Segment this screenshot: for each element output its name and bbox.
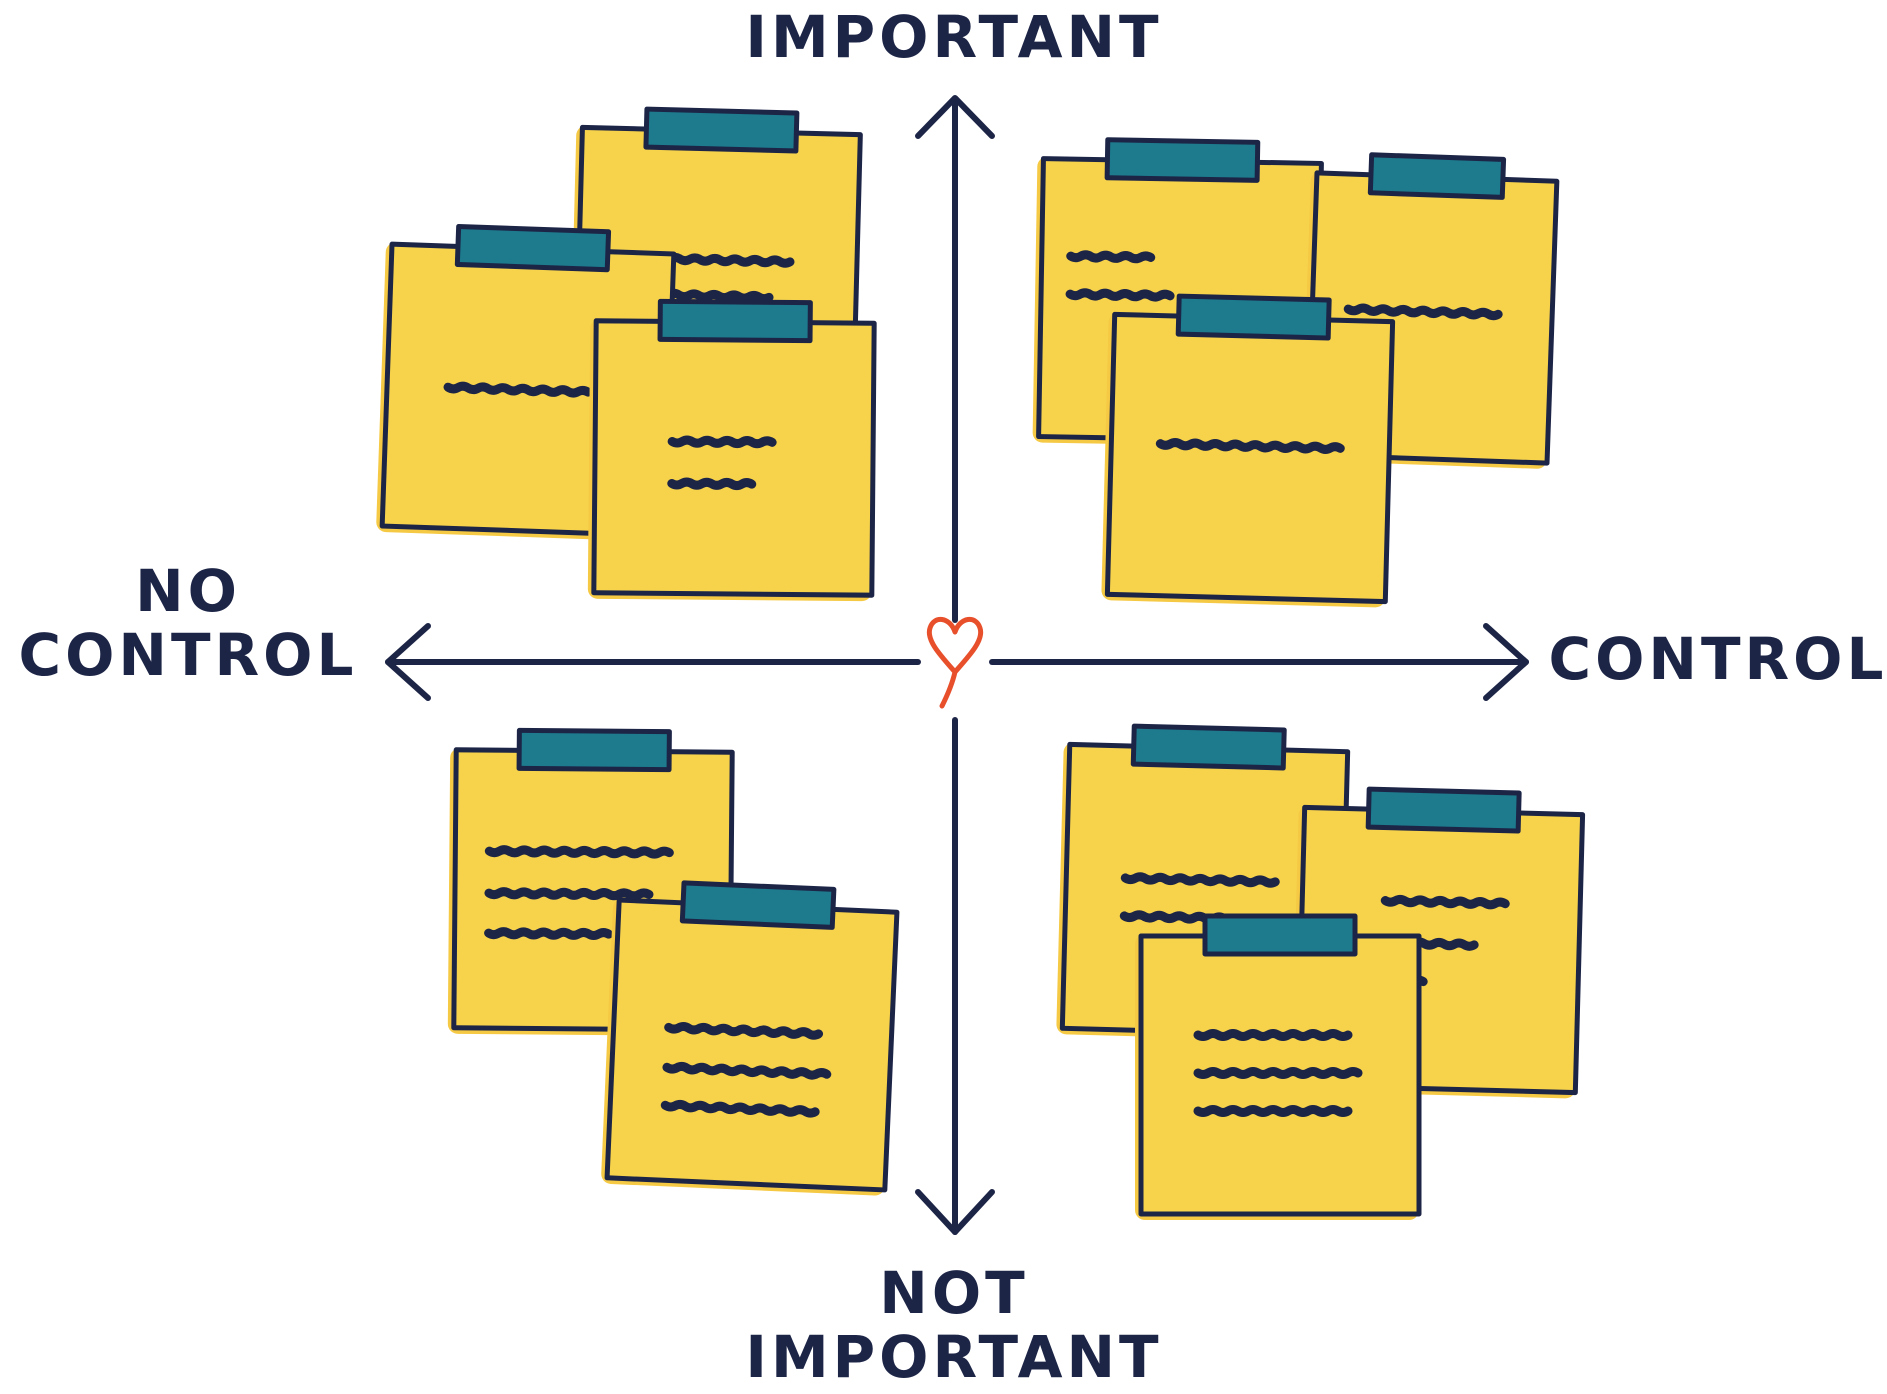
tape-strip (1365, 786, 1522, 834)
label-important: IMPORTANT (744, 3, 1164, 71)
tape-strip (657, 298, 813, 344)
scribble-line (484, 845, 674, 859)
quadrant-not-important-control (1056, 723, 1586, 1220)
vertical-axis (915, 95, 995, 1235)
sticky-note (1101, 293, 1396, 608)
label-control-text: CONTROL (1548, 625, 1887, 693)
scribble-line (1155, 438, 1345, 454)
scribble-line (667, 435, 777, 449)
scribble-line (1193, 1029, 1353, 1041)
tape-strip (1175, 293, 1332, 341)
scribble-line (443, 381, 593, 398)
tape-strip (454, 223, 612, 273)
label-no-control-line1: NO (135, 557, 241, 625)
scribble-line (1065, 288, 1175, 302)
scribble-line (1193, 1067, 1363, 1079)
horizontal-axis (385, 623, 1529, 701)
tape-strip (1202, 913, 1358, 957)
scribble-line (484, 927, 614, 940)
sticky-notes (376, 106, 1586, 1220)
quadrant-important-no-control (376, 106, 877, 602)
quadrant-not-important-no-control (447, 727, 900, 1196)
label-not-important-line1: NOT (879, 1259, 1029, 1327)
tape-strip (679, 880, 837, 930)
arrow-right-icon (1483, 623, 1529, 701)
tape-strip (1367, 152, 1507, 200)
scribble-line (662, 1061, 832, 1080)
label-not-important-line2: IMPORTANT (745, 1322, 1163, 1391)
label-important-text: IMPORTANT (745, 3, 1163, 71)
scribble-line (1066, 250, 1156, 264)
sticky-note (601, 880, 900, 1196)
label-no-control: NO CONTROL (18, 557, 358, 689)
arrow-left-icon (385, 623, 431, 701)
label-no-control-line2: CONTROL (18, 620, 358, 689)
tape-strip (1104, 137, 1261, 183)
scribble-line (1120, 872, 1280, 888)
scribble-line (1380, 894, 1510, 910)
heart-icon (926, 617, 984, 709)
scribble-line (667, 477, 757, 491)
tape-strip (643, 106, 800, 154)
scribble-line (660, 1099, 820, 1118)
sticky-note (1135, 913, 1422, 1220)
sticky-note-body (604, 897, 900, 1193)
sticky-note-body (1138, 933, 1422, 1217)
sticky-note (587, 298, 877, 602)
label-not-important: NOT IMPORTANT (744, 1259, 1164, 1391)
arrow-up-icon (915, 95, 995, 139)
scribble-line (1343, 303, 1503, 321)
label-control: CONTROL (1548, 625, 1887, 693)
scribble-line (484, 887, 654, 901)
scribble-line (664, 1022, 824, 1040)
sticky-note-body (591, 318, 877, 598)
quadrant-important-control (1032, 137, 1560, 608)
tape-strip (1130, 723, 1287, 771)
sticky-note-body (1104, 311, 1396, 605)
arrow-down-icon (915, 1189, 995, 1235)
scribble-line (1193, 1105, 1353, 1117)
tape-strip (516, 727, 672, 773)
